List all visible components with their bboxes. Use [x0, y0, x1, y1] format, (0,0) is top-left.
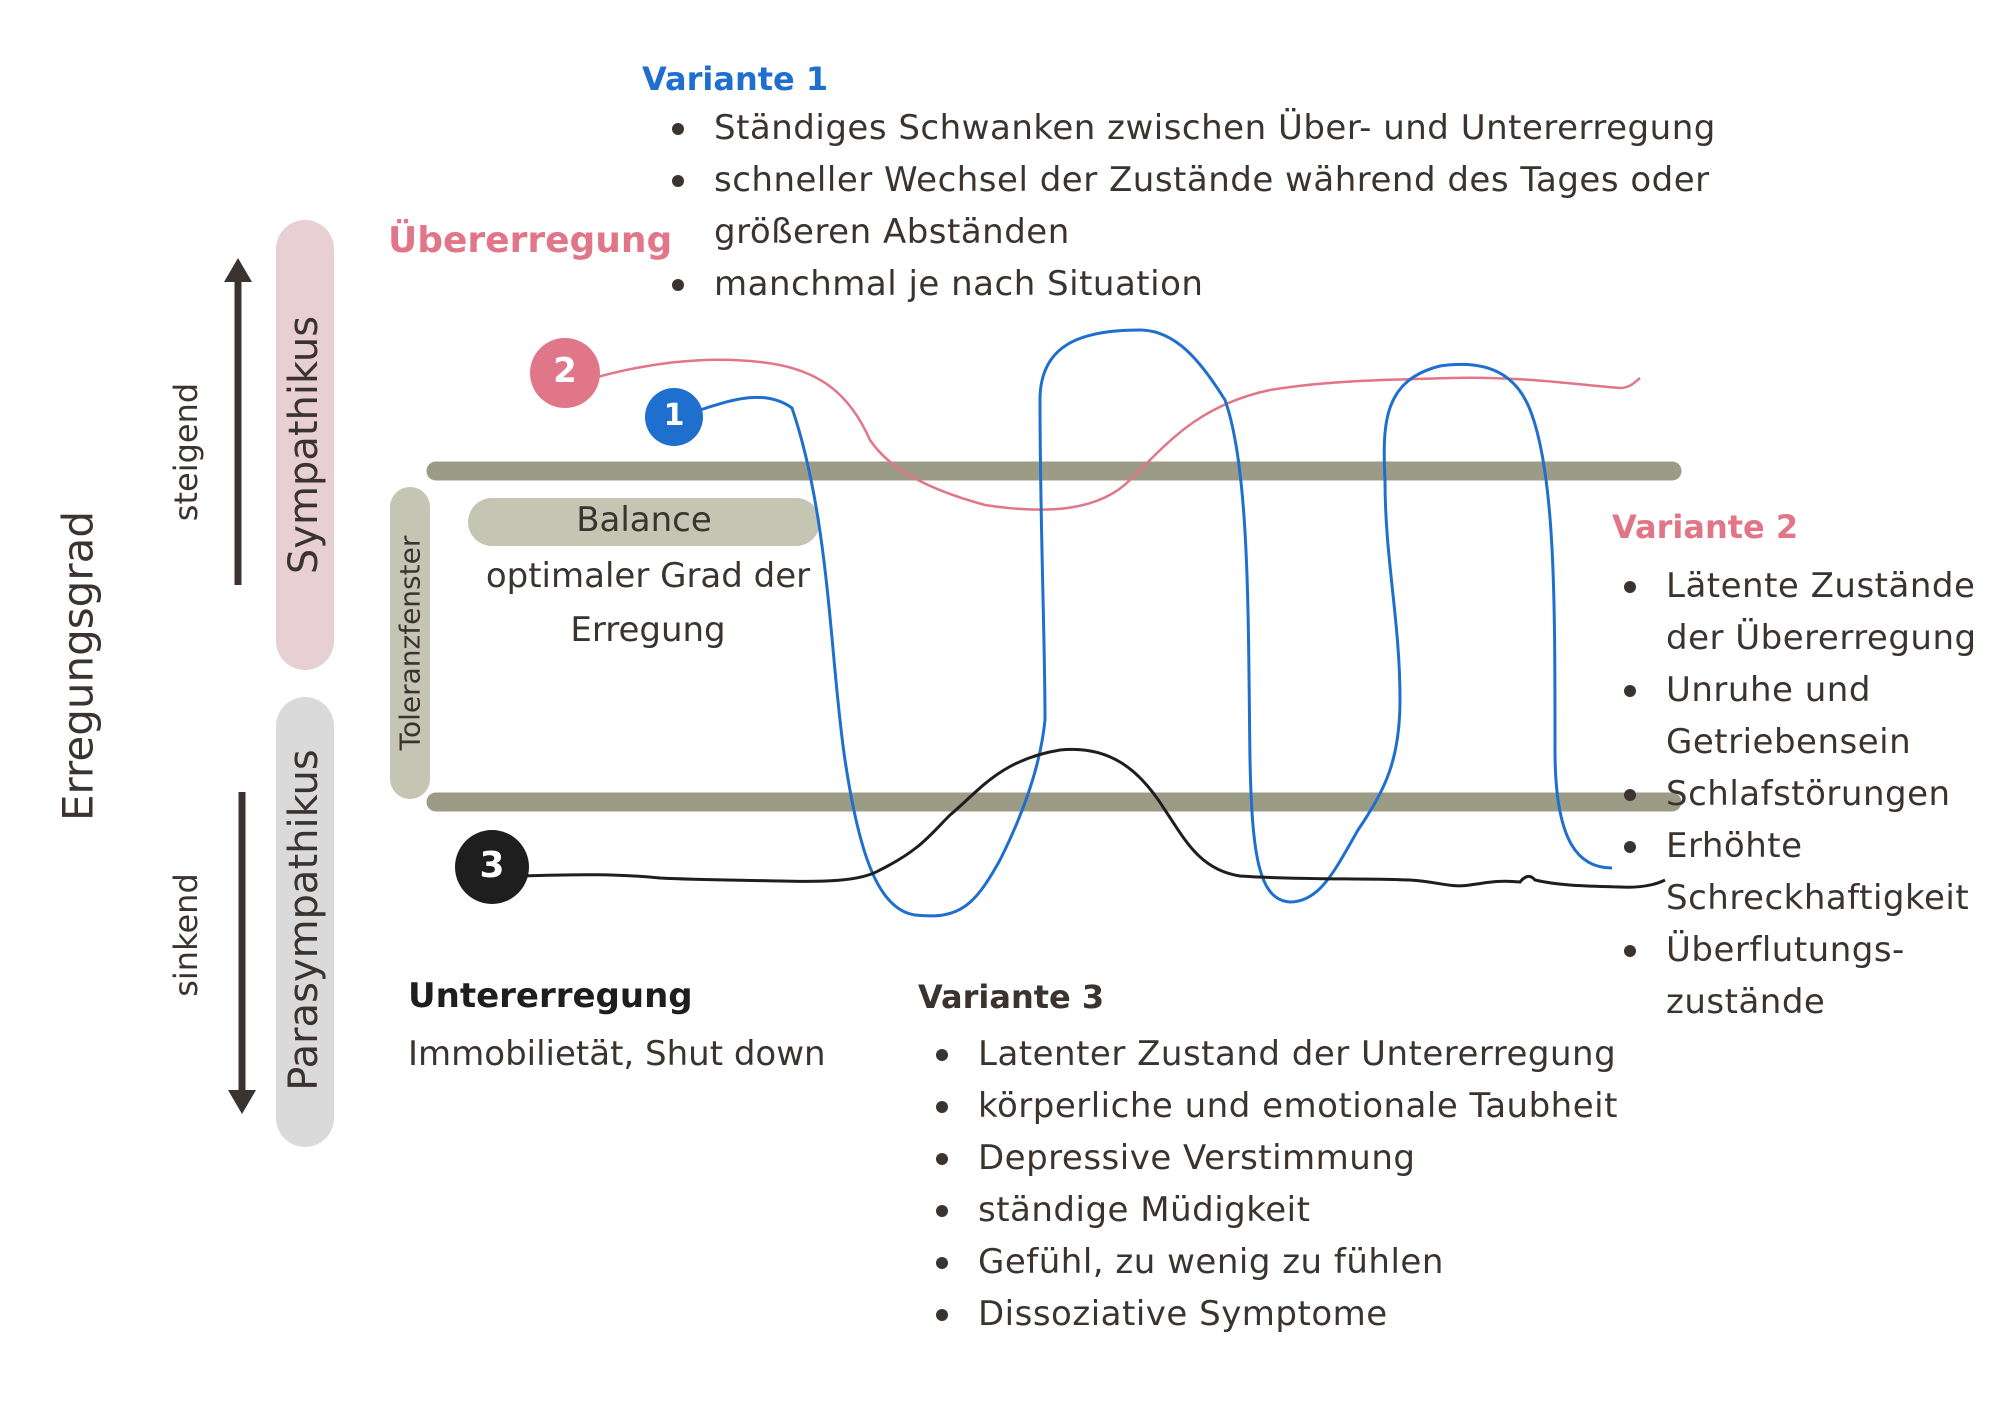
variante-1-title: Variante 1 [642, 60, 829, 98]
list-item: körperliche und emotionale Taubheit [936, 1080, 1618, 1132]
sympathikus-pill [276, 220, 334, 670]
sympathikus-label: Sympathikus [281, 315, 327, 575]
marker-2 [530, 338, 600, 408]
balance-description-2: Erregung [570, 610, 726, 650]
list-item: schneller Wechsel der Zustände während d… [672, 154, 1716, 206]
variante-1-list: Ständiges Schwanken zwischen Über- und U… [672, 102, 1716, 310]
uebererregung-label: Übererregung [388, 220, 673, 261]
variante-3-title: Variante 3 [918, 978, 1105, 1016]
curve-variante-1 [685, 328, 1613, 918]
marker-1 [645, 388, 703, 446]
axis-title: Erregungsgrad [53, 510, 103, 822]
parasympathikus-pill [276, 697, 334, 1147]
marker-2-label: 2 [553, 351, 577, 391]
list-item: Schlafstörungen [1624, 768, 1977, 820]
marker-3-label: 3 [479, 845, 505, 886]
list-item: Überflutungs- [1624, 924, 1977, 976]
balance-pill [468, 498, 820, 546]
marker-1-label: 1 [663, 398, 685, 433]
list-item: Latenter Zustand der Untererregung [936, 1028, 1618, 1080]
list-item: Lätente Zustände [1624, 560, 1977, 612]
list-item: Ständiges Schwanken zwischen Über- und U… [672, 102, 1716, 154]
toleranzfenster-pill [390, 487, 430, 799]
variante-2-title: Variante 2 [1612, 508, 1799, 546]
arrow-down-icon [228, 792, 256, 1114]
list-item: Erhöhte [1624, 820, 1977, 872]
list-item: Getriebensein [1666, 722, 1912, 762]
curve-variante-3 [519, 747, 1666, 889]
steigend-label: steigend [167, 382, 205, 522]
list-item: Depressive Verstimmung [936, 1132, 1618, 1184]
untererregung-description: Immobilietät, Shut down [408, 1034, 826, 1074]
curve-variante-2 [593, 358, 1641, 511]
list-item: Gefühl, zu wenig zu fühlen [936, 1236, 1618, 1288]
untererregung-label: Untererregung [408, 976, 693, 1016]
list-item: Dissoziative Symptome [936, 1288, 1618, 1340]
list-item: Schreckhaftigkeit [1666, 878, 1970, 918]
list-item: größeren Abständen [714, 212, 1070, 252]
marker-3 [455, 830, 529, 904]
arrow-up-icon [224, 258, 252, 585]
toleranzfenster-label: Toleranzfenster [393, 535, 427, 751]
list-item: zustände [1666, 982, 1826, 1022]
variante-3-list: Latenter Zustand der Untererregung körpe… [936, 1028, 1618, 1340]
variante-2-list: Lätente Zustände der Übererregung Unruhe… [1624, 560, 1977, 1028]
parasympathikus-label: Parasympathikus [281, 749, 327, 1091]
list-item: Unruhe und [1624, 664, 1977, 716]
list-item: manchmal je nach Situation [672, 258, 1716, 310]
balance-description-1: optimaler Grad der [485, 556, 811, 596]
balance-label: Balance [576, 500, 712, 540]
list-item: ständige Müdigkeit [936, 1184, 1618, 1236]
sinkend-label: sinkend [167, 873, 205, 997]
list-item: der Übererregung [1666, 618, 1977, 658]
